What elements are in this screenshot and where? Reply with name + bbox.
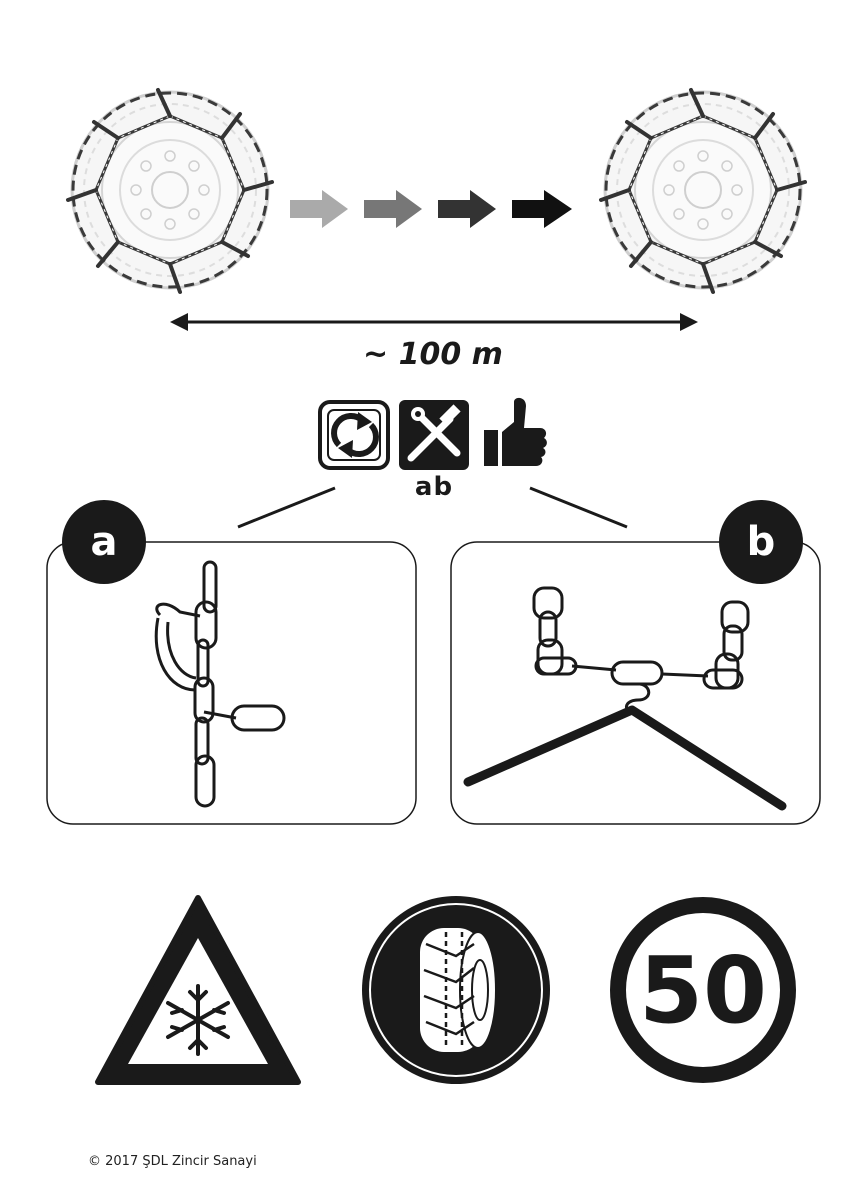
distance-arrow (170, 313, 698, 331)
panel-b-badge (719, 500, 803, 584)
chained-tire-icon (420, 928, 497, 1052)
motion-arrow-1 (290, 190, 348, 228)
speed-limit-sign (610, 897, 796, 1083)
snow-warning-sign (95, 895, 301, 1085)
motion-arrows (290, 190, 572, 228)
speed-limit-value: 50 (639, 937, 767, 1044)
panel-a-badge (62, 500, 146, 584)
motion-arrow-3 (438, 190, 496, 228)
snowflake-icon (166, 984, 230, 1056)
chained-wheel-end (599, 88, 807, 294)
tool-letters: ab (415, 472, 453, 502)
distance-label: ~ 100 m (363, 337, 503, 372)
panel-b-letter: b (747, 519, 776, 565)
motion-arrow-4 (512, 190, 572, 228)
connector-line-b (529, 486, 628, 529)
motion-arrow-2 (364, 190, 422, 228)
chained-wheel-start (66, 88, 274, 294)
thumbs-up-icon (484, 397, 547, 466)
rotate-icon (318, 400, 390, 470)
tensioner-illustration (463, 586, 787, 811)
copyright-text: © 2017 ŞDL Zincir Sanayi (88, 1154, 257, 1169)
panel-a (46, 541, 417, 825)
hook-chain-illustration (154, 560, 286, 808)
tools-icon (399, 400, 469, 470)
panel-a-letter: a (91, 519, 118, 565)
connector-line-a (237, 486, 336, 529)
chains-required-sign (362, 896, 550, 1084)
